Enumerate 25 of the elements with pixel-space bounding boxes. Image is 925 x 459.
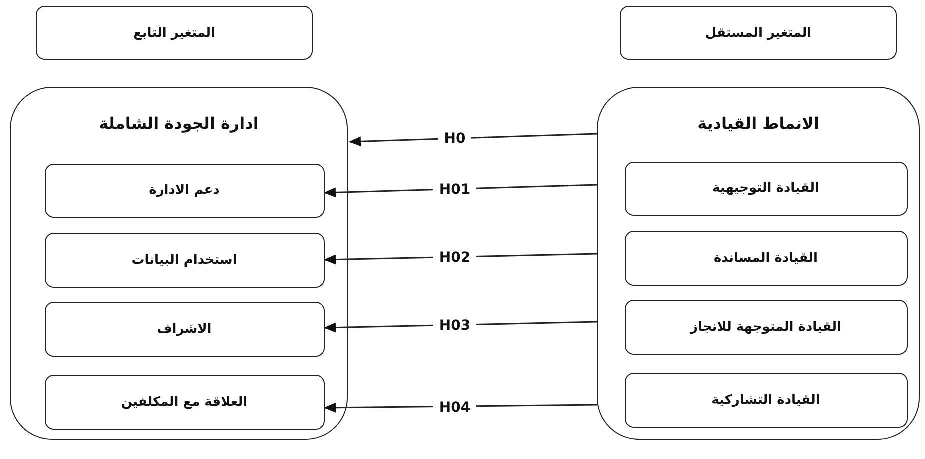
edge-label: H04 xyxy=(433,400,477,416)
box-label: العلاقة مع المكلفين xyxy=(121,394,248,410)
variable-box xyxy=(624,230,908,286)
group-box xyxy=(10,87,348,440)
box-label: القيادة التشاركية xyxy=(712,392,820,408)
variable-box xyxy=(44,302,324,356)
box-label: القيادة التوجيهية xyxy=(712,181,820,196)
box-label: دعم الادارة xyxy=(149,183,220,198)
group-heading: الانماط القيادية xyxy=(698,114,820,133)
group-heading: ادارة الجودة الشاملة xyxy=(99,114,259,133)
variable-box xyxy=(44,164,324,218)
box-label: القيادة المساندة xyxy=(714,250,818,266)
variable-box xyxy=(620,6,897,60)
box-label: استخدام البيانات xyxy=(132,252,238,268)
variable-box xyxy=(44,374,324,430)
variable-box xyxy=(624,372,908,428)
box-label: الاشراف xyxy=(157,322,212,336)
box-label: القيادة المتوجهة للانجاز xyxy=(690,320,842,334)
box-label: المتغير المستقل xyxy=(705,26,812,40)
group-box xyxy=(597,87,920,440)
variable-box xyxy=(36,6,313,60)
variable-box xyxy=(624,162,908,216)
variable-box xyxy=(624,300,908,354)
box-label: المتغير التابع xyxy=(134,26,216,40)
variable-box xyxy=(44,232,324,288)
